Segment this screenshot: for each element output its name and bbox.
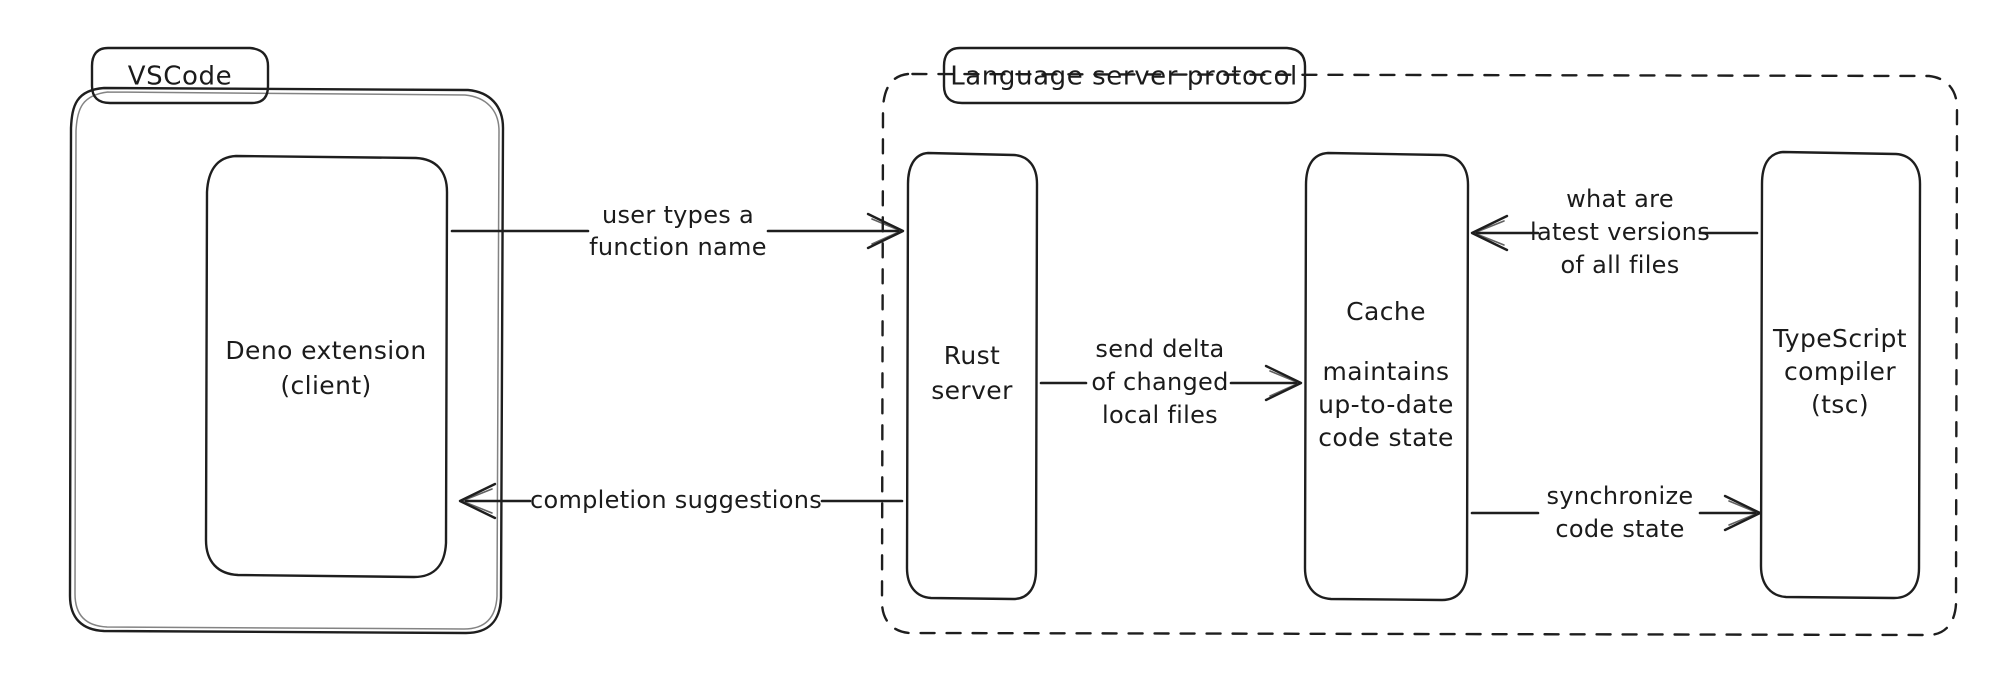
lsp-group-label[interactable]: Language server protocol	[942, 46, 1307, 105]
edge-send-delta-label-line-2: of changed	[1091, 368, 1228, 396]
edge-completion-arrowhead	[458, 482, 497, 520]
node-deno-extension-shape	[204, 154, 449, 579]
edge-send-delta-label-line-3: local files	[1102, 401, 1218, 429]
node-rust-server-label-line-1: Rust	[944, 341, 1001, 370]
node-typescript-compiler[interactable]: TypeScript compiler (tsc)	[1759, 150, 1922, 600]
lsp-group-container[interactable]	[880, 72, 1959, 637]
vscode-group-border	[68, 86, 505, 635]
edge-latest-versions-arrowhead	[1470, 214, 1509, 252]
node-deno-extension-label-line-1: Deno extension	[225, 336, 426, 365]
edge-latest-versions-arrowhead-sketch	[1473, 220, 1505, 246]
edge-user-types-arrowhead	[866, 212, 905, 250]
node-cache-shape	[1303, 151, 1470, 602]
edge-latest-versions-label-line-1: what are	[1566, 185, 1674, 213]
node-typescript-compiler-label-line-1: TypeScript	[1772, 324, 1907, 353]
edge-latest-versions-label-line-2: latest versions	[1530, 218, 1710, 246]
lsp-group-label-pill	[942, 46, 1307, 105]
edge-send-delta[interactable]: send delta of changed local files	[1039, 335, 1303, 429]
edge-user-types-label-line-1: user types a	[602, 201, 754, 229]
vscode-group-border-sketch	[74, 91, 500, 630]
node-cache[interactable]: Cache maintains up-to-date code state	[1303, 151, 1470, 602]
edge-synchronize-arrowhead-sketch	[1728, 500, 1759, 526]
vscode-group-label-text: VSCode	[128, 62, 232, 92]
node-typescript-compiler-label-line-2: compiler	[1784, 357, 1896, 386]
node-rust-server[interactable]: Rust server	[905, 151, 1039, 601]
edge-send-delta-arrowhead-sketch	[1269, 370, 1300, 397]
edge-send-delta-label-line-1: send delta	[1095, 335, 1224, 363]
vscode-group-label-pill	[90, 46, 270, 105]
edge-send-delta-arrowhead	[1264, 364, 1303, 402]
vscode-group-label[interactable]: VSCode	[90, 46, 270, 105]
node-typescript-compiler-shape	[1759, 150, 1922, 600]
edge-user-types-arrowhead-sketch	[871, 218, 902, 245]
node-rust-server-label-line-2: server	[931, 376, 1013, 405]
edge-synchronize-label-line-2: code state	[1555, 515, 1684, 543]
node-cache-title: Cache	[1346, 297, 1426, 326]
lsp-group-label-text: Language server protocol	[950, 62, 1298, 92]
edge-latest-versions-label-line-3: of all files	[1560, 251, 1679, 279]
node-cache-body-line-2: up-to-date	[1318, 390, 1454, 419]
edge-synchronize-arrowhead	[1723, 494, 1762, 532]
edge-completion-arrowhead-sketch	[461, 488, 493, 514]
edge-completion-suggestions[interactable]: completion suggestions	[458, 482, 904, 520]
node-cache-body-line-3: code state	[1318, 423, 1454, 452]
edge-completion-label: completion suggestions	[530, 486, 822, 514]
edge-synchronize-label-line-1: synchronize	[1547, 482, 1694, 510]
node-rust-server-shape	[905, 151, 1039, 601]
lsp-group-border	[880, 72, 1959, 637]
node-cache-body-line-1: maintains	[1322, 357, 1449, 386]
edge-what-are-latest-versions[interactable]: what are latest versions of all files	[1470, 185, 1759, 279]
edge-synchronize-code-state[interactable]: synchronize code state	[1470, 482, 1762, 543]
edge-user-types-a-function-name[interactable]: user types a function name	[450, 201, 905, 261]
vscode-group-container[interactable]	[68, 86, 505, 635]
edge-user-types-label-line-2: function name	[589, 233, 767, 261]
node-deno-extension[interactable]: Deno extension (client)	[204, 154, 449, 579]
node-deno-extension-label-line-2: (client)	[280, 371, 371, 400]
node-typescript-compiler-label-line-3: (tsc)	[1811, 390, 1869, 419]
